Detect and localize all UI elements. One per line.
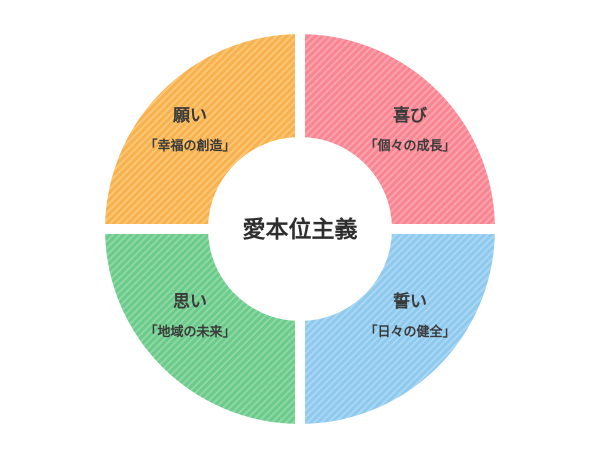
center-circle	[208, 137, 392, 321]
quadrant-top-right-subtitle: 「個々の成長」	[364, 138, 455, 154]
quadrant-top-left-title: 願い	[173, 106, 207, 126]
quadrant-bottom-right-subtitle: 「日々の健全」	[364, 324, 455, 340]
quadrant-bottom-left-title: 思い	[173, 292, 207, 312]
quadrant-bottom-left-subtitle: 「地域の未来」	[144, 324, 235, 340]
quadrant-top-left-subtitle: 「幸福の創造」	[144, 138, 235, 154]
center-label: 愛本位主義	[243, 216, 358, 243]
quadrant-bottom-right-title: 誓い	[393, 291, 427, 312]
quadrant-top-right-title: 喜び	[393, 106, 427, 126]
